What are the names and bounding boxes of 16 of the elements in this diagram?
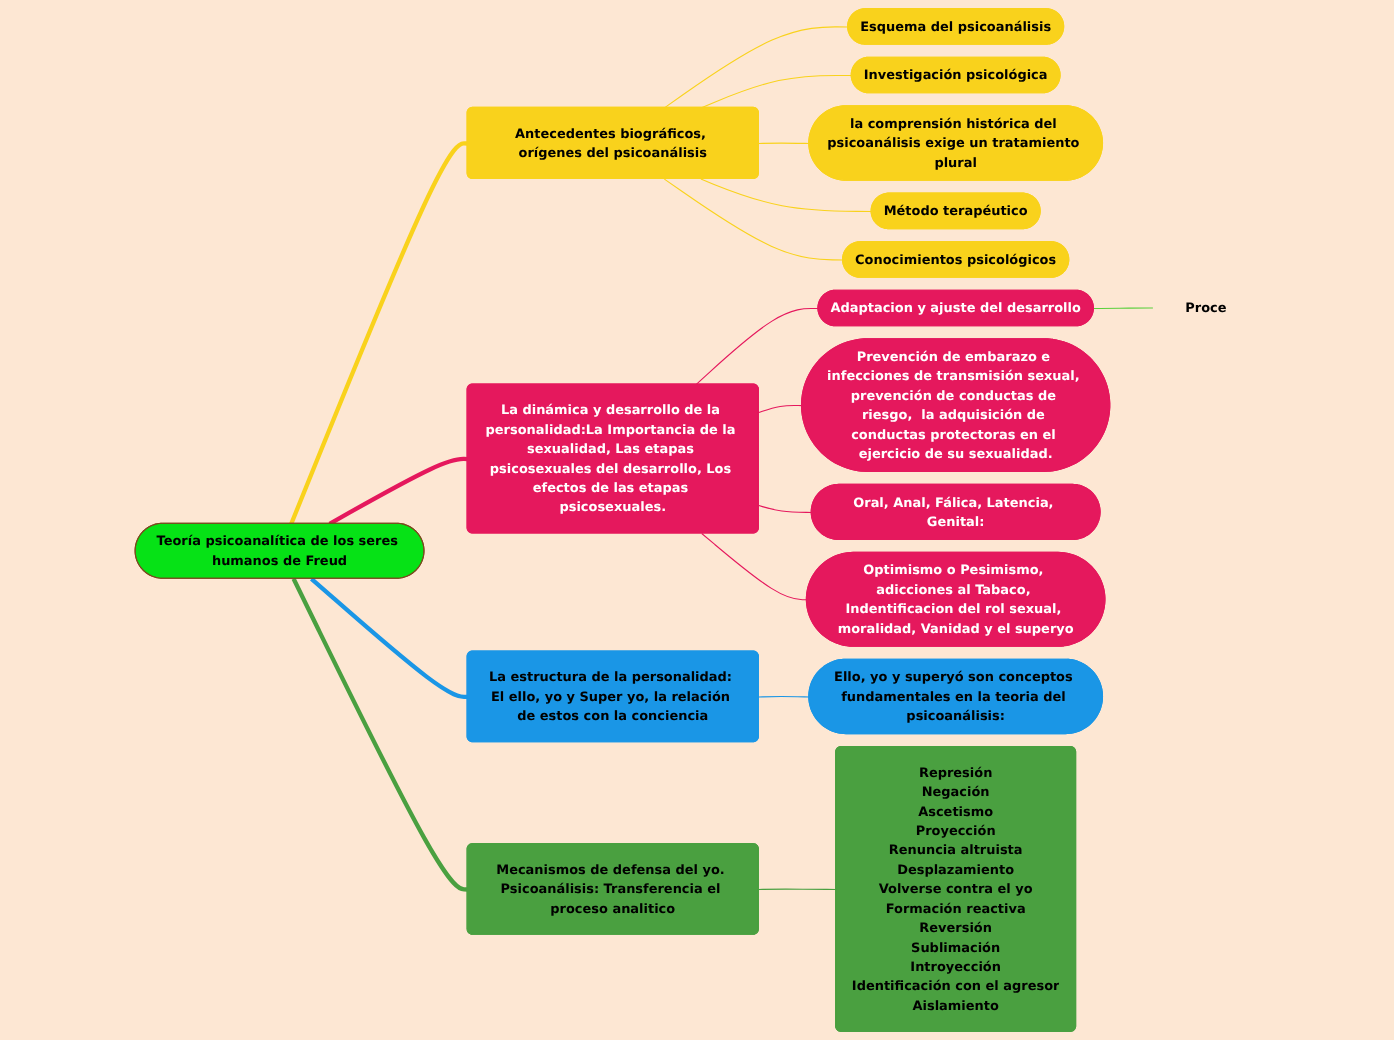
connector [1093, 307, 1154, 310]
connector [758, 142, 810, 145]
connector [758, 404, 803, 414]
connector [700, 74, 853, 109]
connector [289, 141, 468, 525]
connector [663, 178, 844, 261]
connector [701, 532, 808, 601]
connector [663, 26, 849, 109]
connector [310, 577, 468, 700]
connector [291, 577, 468, 892]
connector [758, 505, 813, 513]
connector [700, 178, 873, 212]
connector [328, 456, 468, 526]
connector [758, 888, 837, 891]
connector [758, 696, 810, 698]
connector [695, 307, 819, 386]
